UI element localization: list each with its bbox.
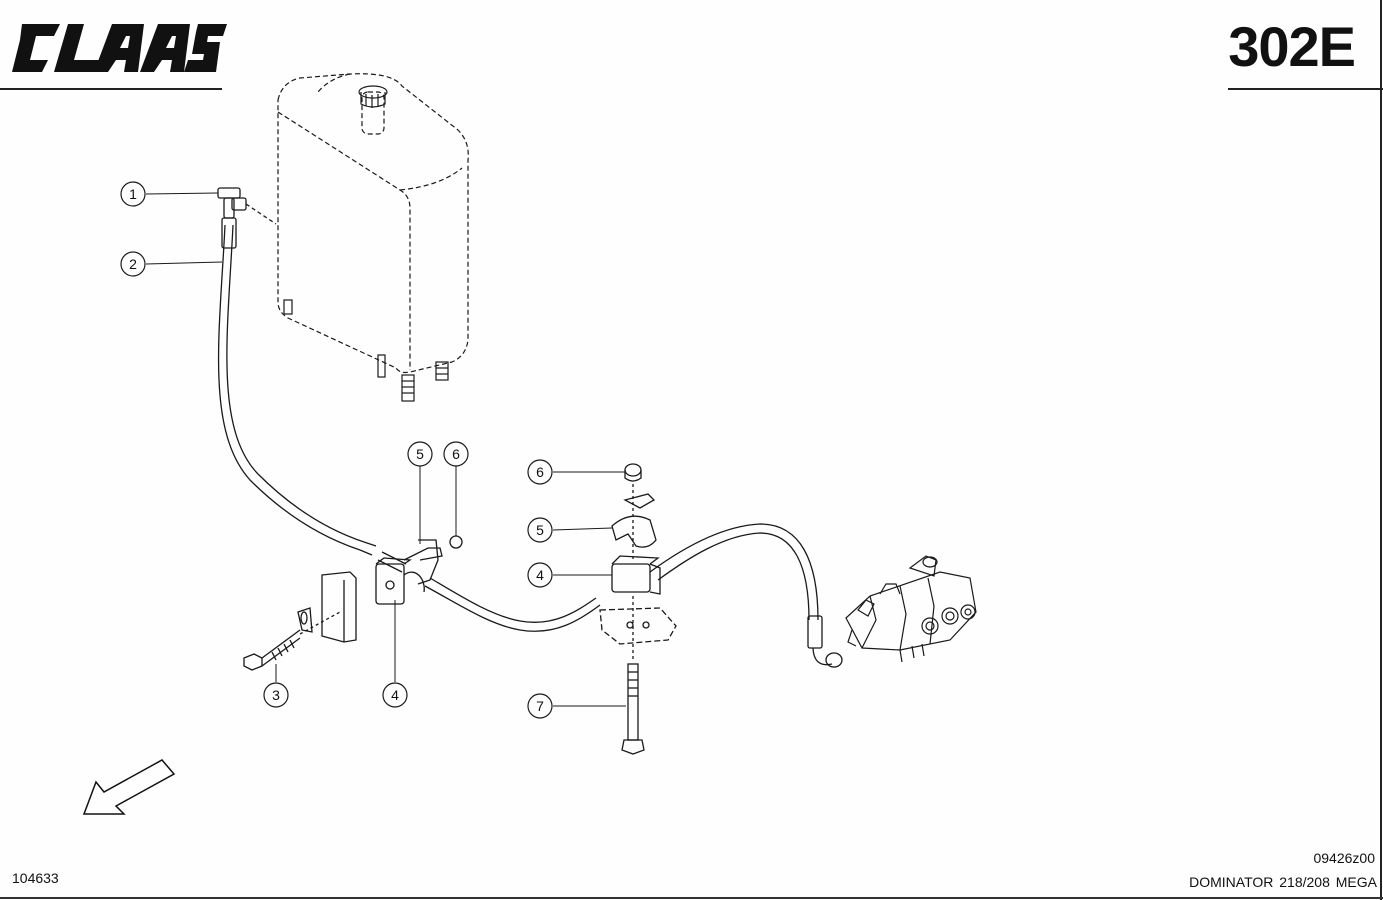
callout-label: 4 <box>391 687 399 703</box>
callout-leaders <box>145 192 626 707</box>
direction-arrow-icon <box>82 759 176 815</box>
tank-outline <box>277 73 469 374</box>
header-rule-left <box>0 88 222 90</box>
callout-circles <box>120 181 553 719</box>
callout-label: 2 <box>129 256 137 272</box>
callout-label: 5 <box>416 446 424 462</box>
clamp-assembly-right <box>599 463 677 660</box>
sheet-border-right <box>1380 0 1382 900</box>
control-valve-block <box>845 555 977 663</box>
callout-label: 6 <box>452 446 460 462</box>
machine-model: DOMINATOR 218/208 MEGA <box>1189 874 1377 890</box>
clamp-assembly-left <box>297 535 463 643</box>
callout-label: 4 <box>536 567 544 583</box>
tank-fittings <box>283 299 449 402</box>
callout-label: 6 <box>536 464 544 480</box>
callout-label: 5 <box>536 522 544 538</box>
hydraulic-hose <box>217 217 843 668</box>
drawing-id: 104633 <box>12 870 59 886</box>
bolt-3 <box>243 611 341 671</box>
callout-label: 1 <box>129 186 137 202</box>
callout-label: 7 <box>536 698 544 714</box>
sheet-border-bottom <box>0 897 1383 899</box>
sheet-number: 302E <box>1228 15 1356 78</box>
drawing-code: 09426z00 <box>1313 850 1375 866</box>
header-rule-right <box>1228 88 1383 90</box>
tank-filler-cap <box>358 85 388 108</box>
callout-label: 3 <box>272 687 280 703</box>
bolt-7 <box>621 663 645 755</box>
claas-logo <box>12 24 227 72</box>
